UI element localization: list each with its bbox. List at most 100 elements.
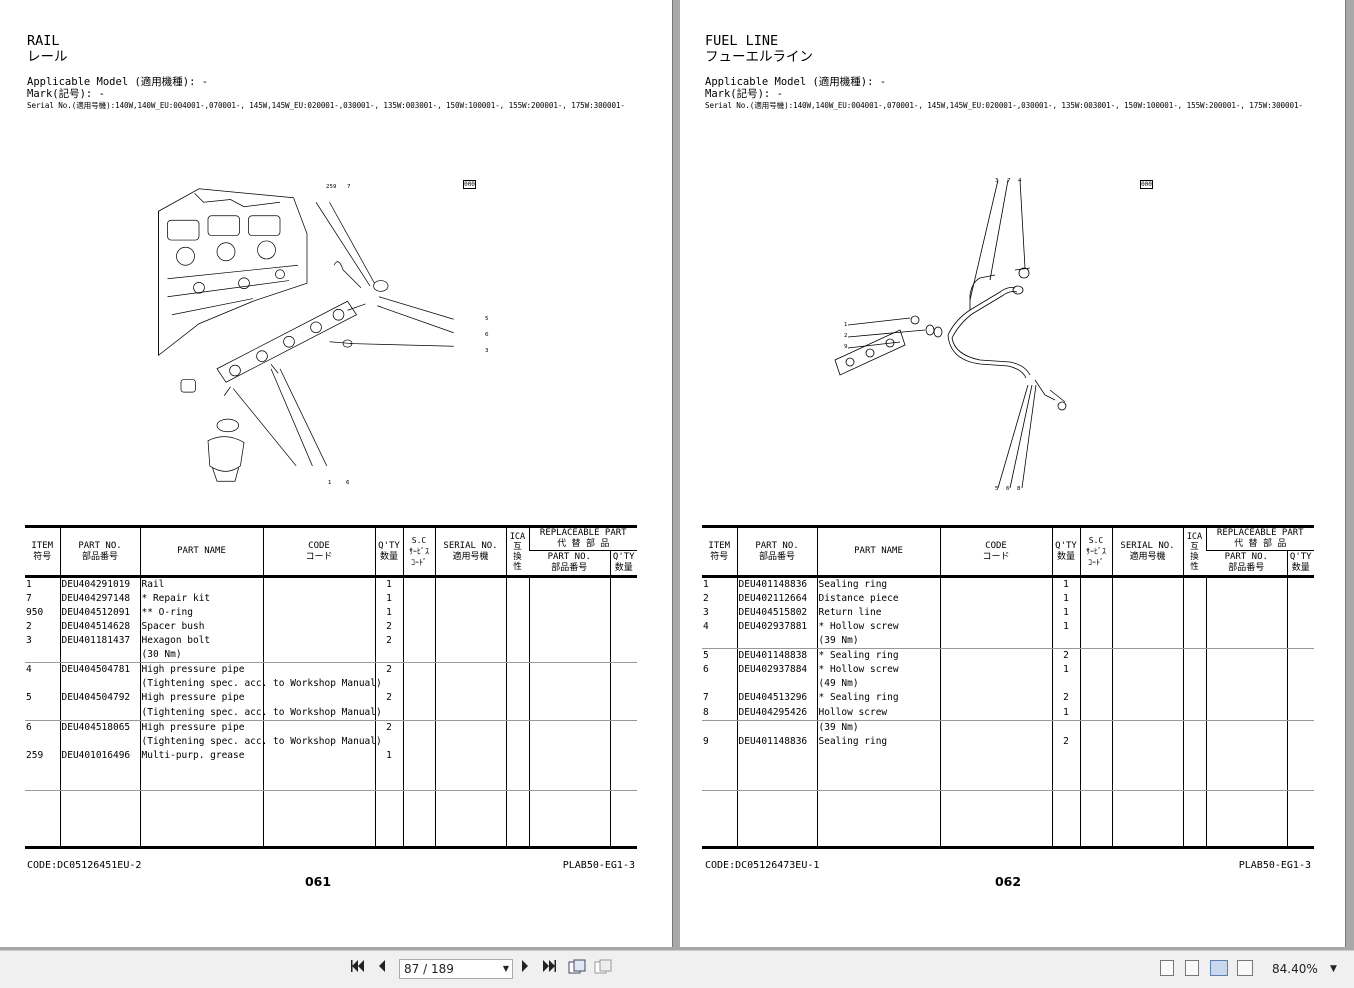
cell-serial	[1111, 805, 1183, 820]
page-number: 061	[304, 874, 332, 889]
applicable-model: Applicable Model (適用機種): - Mark(記号): -	[705, 76, 887, 100]
cell-rp_qty	[609, 691, 638, 706]
cell-name: (Tightening spec. acc. to Workshop Manua…	[139, 705, 382, 721]
cell-rp_part	[1205, 592, 1287, 607]
cell-rp_part	[1205, 648, 1287, 664]
cell-item: 6	[26, 721, 32, 733]
cell-ica	[1182, 833, 1206, 849]
cell-ica	[505, 592, 529, 607]
cell-ica	[1182, 606, 1206, 621]
cell-qty: 2	[1051, 691, 1080, 706]
cell-item: 3	[26, 635, 32, 647]
cell-rp_qty	[609, 762, 638, 777]
cell-rp_part	[528, 634, 610, 649]
cell-ica	[1182, 762, 1206, 777]
cell-part	[59, 819, 140, 834]
cell-serial	[1111, 720, 1183, 735]
header-rp-part: PART NO.部品番号	[1206, 550, 1287, 578]
cell-part	[59, 805, 140, 820]
chevron-down-icon[interactable]: ▼	[502, 964, 509, 973]
cell-code	[939, 705, 1052, 721]
cell-rp_part	[528, 662, 610, 678]
cell-serial	[1111, 705, 1183, 721]
cell-name: High pressure pipe	[139, 720, 263, 735]
cell-ica	[505, 620, 529, 635]
first-page-icon[interactable]	[349, 959, 367, 979]
cell-sc	[1079, 805, 1112, 820]
chevron-down-icon[interactable]: ▼	[1330, 964, 1337, 974]
callout-1: 1	[328, 480, 332, 486]
cell-code	[939, 776, 1052, 792]
cell-sc	[1079, 620, 1112, 635]
two-page-view-icon[interactable]	[1210, 960, 1228, 976]
cell-serial	[434, 634, 506, 649]
cell-part	[59, 734, 140, 749]
cell-code	[262, 576, 375, 592]
cell-part: DEU401148836	[736, 576, 817, 592]
cell-item	[25, 677, 60, 691]
single-page-view-icon[interactable]	[1160, 960, 1174, 976]
page-number-input[interactable]: 87 / 189 ▼	[399, 959, 513, 979]
cell-qty	[1051, 805, 1080, 820]
cell-name: Sealing ring	[816, 576, 940, 592]
cell-part: DEU404514628	[59, 620, 140, 635]
cell-name: Rail	[139, 576, 263, 592]
cell-rp_qty	[1286, 648, 1315, 664]
document-viewport[interactable]: RAIL レール Applicable Model (適用機種): - Mark…	[0, 0, 1354, 950]
cell-code	[939, 677, 1052, 692]
cell-rp_part	[1205, 819, 1287, 834]
cell-qty: 2	[374, 691, 403, 706]
cell-item: 2	[703, 593, 709, 604]
cell-ica	[505, 720, 529, 735]
callout-7: 7	[347, 184, 351, 190]
cell-rp_qty	[1286, 790, 1315, 806]
cell-code	[262, 748, 375, 763]
cell-item	[702, 720, 737, 735]
cell-rp_part	[528, 620, 610, 635]
cell-ica	[505, 748, 529, 763]
next-page-icon[interactable]	[518, 959, 532, 979]
cell-sc	[402, 606, 435, 621]
cell-qty	[1051, 634, 1080, 650]
cell-sc	[402, 576, 435, 592]
two-page-continuous-view-icon[interactable]	[1237, 960, 1253, 976]
cell-rp_part	[528, 606, 610, 621]
cell-name	[139, 833, 263, 849]
cell-item: 259	[26, 749, 44, 761]
figure-box: 000	[1140, 180, 1153, 189]
page-061: RAIL レール Applicable Model (適用機種): - Mark…	[0, 0, 673, 947]
cell-ica	[1182, 663, 1206, 678]
cell-part: DEU404297148	[59, 592, 140, 607]
cell-sc	[402, 677, 435, 692]
cell-ica	[505, 734, 529, 749]
zoom-level[interactable]: 84.40%	[1272, 962, 1318, 976]
cell-item	[25, 763, 60, 777]
table-row: (30 Nm)	[25, 648, 638, 664]
cell-qty	[1051, 748, 1080, 763]
continuous-view-icon[interactable]	[1185, 960, 1199, 976]
cell-serial	[434, 805, 506, 820]
cell-rp_part	[528, 748, 610, 763]
cell-part: DEU404513296	[736, 691, 817, 706]
fit-page-icon[interactable]	[567, 959, 587, 979]
cell-sc	[1079, 734, 1112, 749]
cell-rp_qty	[609, 790, 638, 806]
cell-ica	[1182, 634, 1206, 650]
cell-code	[262, 734, 375, 749]
cell-rp_part	[528, 691, 610, 706]
cell-serial	[434, 677, 506, 692]
table-row	[25, 790, 638, 806]
last-page-icon[interactable]	[540, 959, 558, 979]
cell-code	[939, 734, 1052, 749]
prev-page-icon[interactable]	[375, 959, 389, 979]
cell-code	[262, 790, 375, 806]
fit-width-icon[interactable]	[593, 959, 613, 979]
cell-sc	[1079, 819, 1112, 834]
